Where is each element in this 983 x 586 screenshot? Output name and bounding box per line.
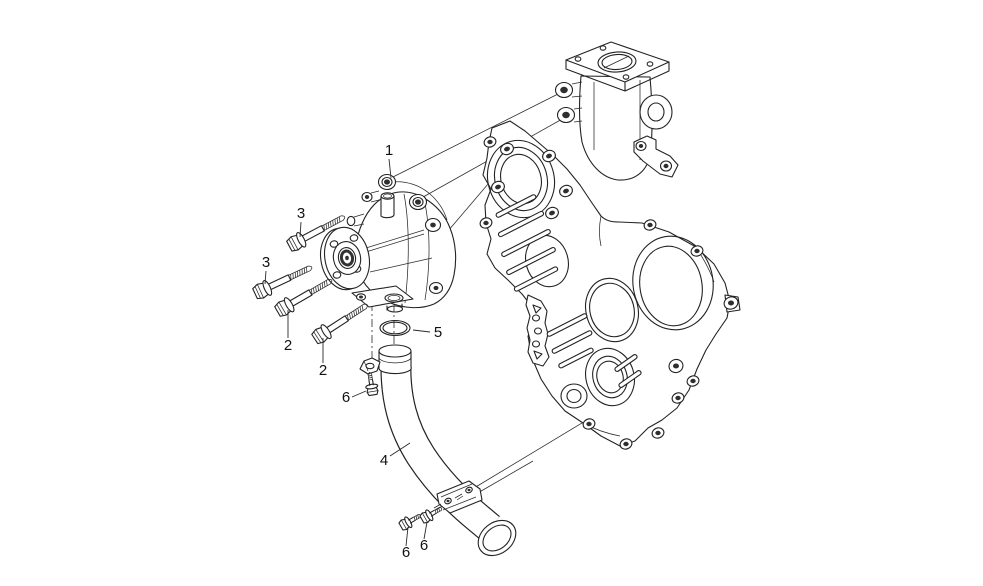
- callout-3-upper: 3: [297, 205, 305, 222]
- bolt-2-lower: [309, 297, 373, 347]
- callout-6-left: 6: [402, 544, 410, 561]
- cover-flange-bolt-bosses: [491, 142, 573, 220]
- water-pump: [319, 173, 457, 313]
- callout-3-lower: 3: [262, 254, 270, 271]
- callout-6-right: 6: [420, 537, 428, 554]
- callout-2-lower: 2: [319, 362, 327, 379]
- callout-1: 1: [385, 142, 393, 159]
- bolt-2-upper: [272, 272, 337, 319]
- callout-6-clip: 6: [342, 389, 350, 406]
- pipe-clip: [359, 357, 381, 375]
- callouts: 1 3 3 2 2 5 6 4 6 6: [262, 142, 442, 561]
- thermostat-housing: [554, 41, 679, 181]
- callout-4: 4: [380, 452, 388, 469]
- bolt-6-clip: [363, 370, 380, 397]
- cover-ribs: [495, 194, 642, 388]
- cover-edge-bosses: [479, 136, 741, 450]
- water-pipe: [378, 344, 517, 557]
- timing-gear-cover: [479, 120, 741, 450]
- o-ring: [379, 319, 411, 337]
- callout-5: 5: [434, 324, 442, 341]
- callout-2-upper: 2: [284, 337, 292, 354]
- bolt-6-left: [397, 509, 425, 533]
